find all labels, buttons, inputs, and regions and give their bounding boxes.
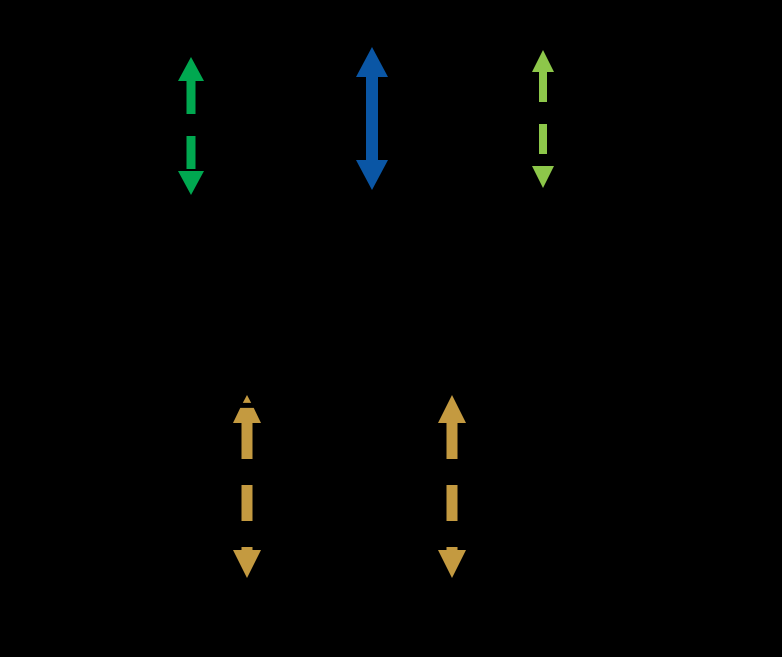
green-dashed-arrow <box>178 57 204 195</box>
green-dashed-arrow-head-top <box>178 57 204 81</box>
orange-dashed-arrow-right <box>438 395 466 578</box>
arrow-group <box>178 47 554 578</box>
orange-dashed-arrow-right-head-bottom <box>438 550 466 578</box>
orange-dashed-arrow-left-head-top-tip <box>242 395 252 403</box>
orange-dashed-arrow-left-head-top-band <box>233 407 261 423</box>
blue-solid-arrow <box>356 47 388 190</box>
green-dashed-arrow-head-bottom <box>178 171 204 195</box>
blue-solid-arrow-head-top <box>356 47 388 77</box>
orange-dashed-arrow-left-head-bottom <box>233 550 261 578</box>
orange-dashed-arrow-left <box>233 395 261 578</box>
light-green-dashed-arrow <box>532 50 554 188</box>
light-green-dashed-arrow-head-bottom <box>532 166 554 188</box>
light-green-dashed-arrow-head-top <box>532 50 554 72</box>
blue-solid-arrow-head-bottom <box>356 160 388 190</box>
orange-dashed-arrow-right-head-top <box>438 395 466 423</box>
